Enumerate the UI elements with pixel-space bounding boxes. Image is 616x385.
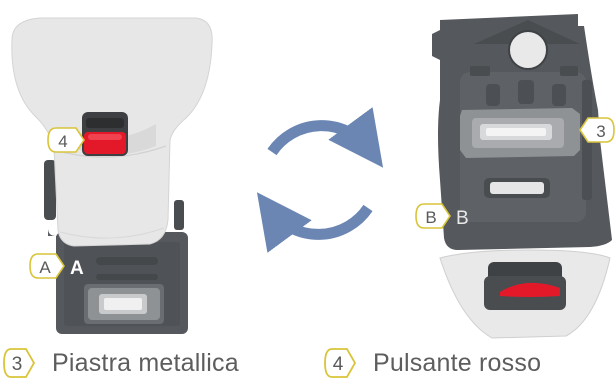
legend-badge-3: 3 bbox=[3, 348, 36, 378]
callout-a-left: A bbox=[29, 253, 65, 279]
callout-4-left-number: 4 bbox=[58, 132, 67, 151]
legend-text-pulsante: Pulsante rosso bbox=[373, 348, 542, 377]
legend-item-piastra: 3 Piastra metallica bbox=[2, 346, 239, 380]
label-a-on-plate: A bbox=[70, 258, 84, 279]
right-buckle-illustration bbox=[432, 14, 612, 339]
callout-4-left: 4 bbox=[47, 127, 85, 153]
callout-3-right: 3 bbox=[579, 117, 615, 143]
label-b-on-plate: B bbox=[456, 208, 469, 229]
callout-a-letter: A bbox=[39, 258, 51, 277]
legend-badge-4: 4 bbox=[324, 348, 357, 378]
legend-badge-3-number: 3 bbox=[12, 354, 23, 375]
legend-item-pulsante: 4 Pulsante rosso bbox=[323, 346, 541, 380]
legend-text-piastra: Piastra metallica bbox=[52, 348, 239, 377]
callout-3-right-number: 3 bbox=[596, 122, 605, 141]
left-buckle-illustration bbox=[11, 17, 213, 334]
rotate-arrows-icon bbox=[256, 107, 384, 253]
callout-b-right: B bbox=[415, 203, 451, 229]
legend-badge-4-number: 4 bbox=[333, 354, 344, 375]
callout-b-letter: B bbox=[425, 208, 436, 227]
